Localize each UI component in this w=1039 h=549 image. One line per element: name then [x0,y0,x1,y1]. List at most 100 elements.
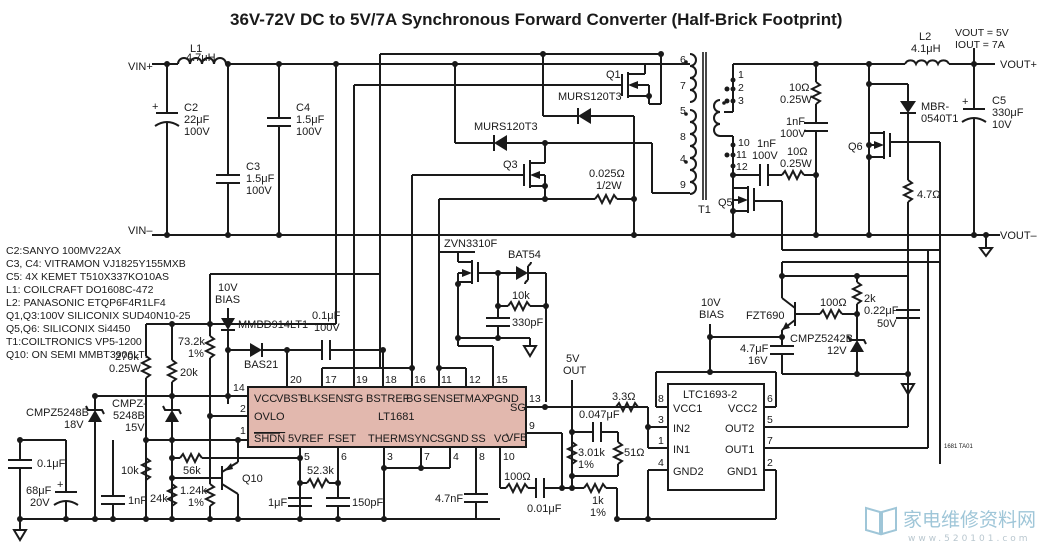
ltc1693-pin-num: 3 [658,414,664,426]
t1-pin-2: 2 [738,82,744,94]
lt1681-pin-num: 6 [341,451,347,463]
c-0p01-value: 0.01μF [527,503,562,515]
lt1681-pin-num: 4 [453,451,459,463]
d-bas21-label: BAS21 [244,359,278,371]
c-4n7-value: 4.7nF [435,493,463,505]
ltc1693-pin-num: 7 [767,435,773,447]
ltc1693-pin-label: IN1 [673,444,690,456]
r-73k-rating: 1% [188,348,204,360]
lt1681-pin-num: 5 [304,451,310,463]
bias-left-line1: 10V [218,282,238,294]
lt1681-pin-num: 15 [496,374,508,386]
d-murs-mid-label: MURS120T3 [474,121,538,133]
lt1681-pin-num: 19 [356,374,368,386]
watermark: 家电维修资料网 www.520101.com [865,506,1036,544]
lt1681-pin-label: TG [348,393,363,405]
lt1681-pin-num: 1 [240,425,246,437]
lt1681-pin-label: VC [494,433,509,445]
inductor-l1 [177,57,227,65]
iout-spec: IOUT = 7A [955,39,1005,51]
ltc1693-pin-num: 2 [767,457,773,469]
lt1681-pin-num: 7 [424,451,430,463]
c-bst-value: 0.1μF [312,310,341,322]
c5-ref: C5 [992,95,1006,107]
lt1681-ic: LT1681 VCC VBST BLKSENS TG BSTREF BG SEN… [143,346,640,519]
t1-pin-1: 1 [738,69,744,81]
c-0p047-value: 0.047μF [579,409,620,421]
r-snub1-rating: 0.25W [780,94,812,106]
d-mbr-line2: 0540T1 [921,113,958,125]
zvn-label: ZVN3310F [444,238,497,250]
lt1681-pin-label: SG [510,402,526,414]
r-1p24k-value: 1.24k [180,485,207,497]
ltc1693-body [667,383,765,491]
watermark-url: www.520101.com [908,534,1031,544]
bat54-label: BAT54 [508,249,541,261]
d-mmbd-label: MMBD914LT1 [238,319,308,331]
schematic-title: 36V-72V DC to 5V/7A Synchronous Forward … [230,10,842,29]
r-73k-value: 73.2k [178,336,205,348]
bom-note: Q1,Q3:100V SILICONIX SUD40N10-25 [6,310,191,322]
c-68u-rating: 20V [30,497,50,509]
c2-ref: C2 [184,102,198,114]
c-snub1-value: 1nF [786,116,805,128]
r-270k-rating: 0.25W [109,363,141,375]
lt1681-pin-label: VFB [506,432,527,444]
lt1681-pin-num: 12 [469,374,481,386]
c5-value: 330μF [992,107,1024,119]
t1-pin-6: 6 [680,54,686,66]
c-0p22-value: 0.22μF [864,305,899,317]
r-snub1-value: 10Ω [789,82,809,94]
c-snub1-rating: 100V [780,128,806,140]
c4-rating: 100V [296,126,322,138]
lt1681-body [247,386,527,448]
r-100b-value: 100Ω [820,297,847,309]
bom-note: C5: 4X KEMET T510X337KO10AS [6,271,169,283]
lt1681-pin-num: 13 [529,393,541,405]
z-18v-rating: 18V [64,419,84,431]
lt1681-pin-num: 3 [387,451,393,463]
input-filter: VIN+ VIN– L1 4.7μH 4.7μH + C2 22μF 100V … [128,43,1000,238]
bom-notes: C2:SANYO 100MV22AX C3, C4: VITRAMON VJ18… [6,245,191,361]
c-4p7u-value: 4.7μF [740,343,769,355]
ltc1693-pin-num: 6 [767,393,773,405]
r-20k-value: 20k [180,367,198,379]
lt1681-pin-label: THERM [368,433,407,445]
q5-ref: Q5 [718,197,733,209]
lt1681-pin-label: SHDN [254,433,285,445]
ltc1693-pin-label: VCC2 [728,403,757,415]
lt1681-pin-label: PGND [487,393,519,405]
c-0p22-rating: 50V [877,318,897,330]
bom-note: C3, C4: VITRAMON VJ1825Y155MXB [6,258,186,270]
c3-value: 1.5μF [246,173,275,185]
r-52k-value: 52.3k [307,465,334,477]
bias-left-line2: BIAS [215,294,240,306]
lt1681-pin-label: SS [471,433,486,445]
lt1681-pin-num: 17 [325,374,337,386]
c3-ref: C3 [246,161,260,173]
r-3p01k-value: 3.01k [578,447,605,459]
q3-ref: Q3 [503,159,518,171]
lt1681-pin-label: FSET [328,433,356,445]
ltc1693-pin-num: 4 [658,457,664,469]
t1-pin-11: 11 [736,149,747,161]
uvlo-network: CMPZ5248B 18V 0.1μF + 68μF 20V CMPZ- 524… [8,393,500,542]
bias-right-line1: 10V [701,297,721,309]
c2-plus: + [152,101,158,113]
watermark-text: 家电维修资料网 [903,509,1036,531]
z-15v-rating: 15V [125,422,145,434]
r-10k-top-value: 10k [512,290,530,302]
r-2k-value: 2k [864,293,876,305]
ltc1693-pin-num: 1 [658,435,664,447]
z-18v-part: CMPZ5248B [26,407,89,419]
c-snub2-rating: 100V [752,150,778,162]
lt1681-pin-label: BSTREF [366,393,410,405]
bom-note: Q10: ON SEMI MMBT3906LTI [6,349,148,361]
c-4p7u-rating: 16V [748,355,768,367]
ltc1693-pin-label: VCC1 [673,403,702,415]
vout-spec: VOUT = 5V [955,27,1009,39]
vin-plus-label: VIN+ [128,61,153,73]
r-24k-value: 24k [150,493,168,505]
ltc1693-pin-label: OUT1 [725,444,754,456]
figure-id: 1681 TA01 [944,444,973,450]
